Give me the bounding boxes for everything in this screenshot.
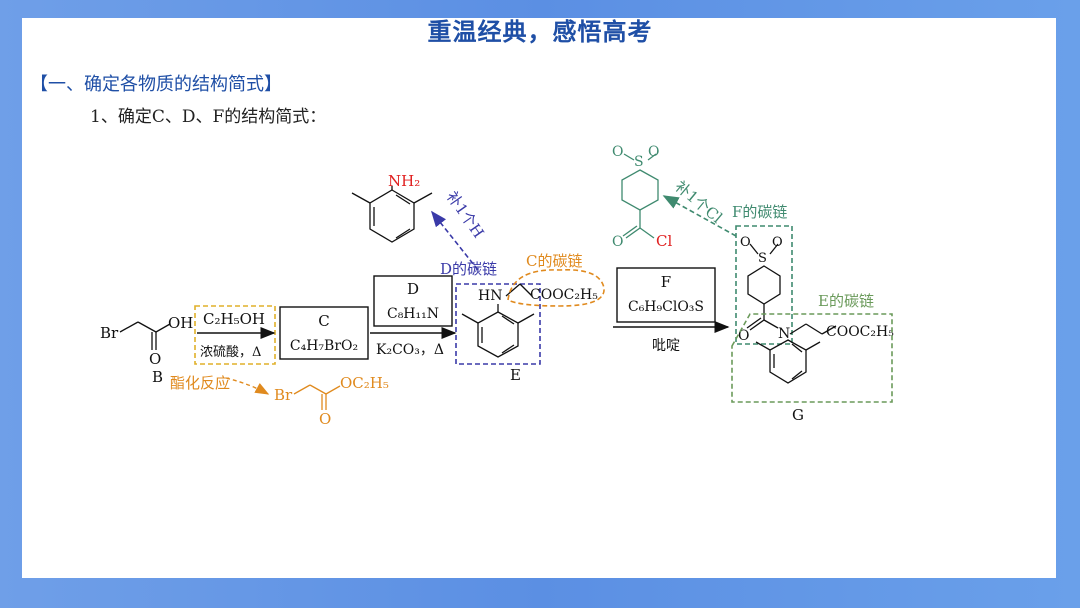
esterification-label: 酯化反应 [170,374,230,392]
g-o2: O [772,235,783,250]
d-chain-label: D的碳链 [440,260,497,278]
acyl-o: O [612,234,623,250]
ester-o: O [319,410,331,428]
g-n: N [778,326,790,342]
d-box [373,275,453,327]
step2-condition: K₂CO₃，Δ [376,342,444,358]
f-box [616,267,716,323]
e-chain-label: E的碳链 [818,292,874,310]
f-formula: C₆H₉ClO₃S [628,299,704,315]
b-oh: OH [168,314,193,332]
add-cl-annotation: 补1个Cl F的碳链 [662,177,787,237]
g-o1: O [740,235,751,250]
label-b: B [152,368,163,386]
e-ester: COOC₂H₅ [530,287,598,303]
compound-g: O S O O N COOC₂H₅ E的碳链 G [731,225,894,424]
g-ester: COOC₂H₅ [826,324,894,340]
f-name: F [661,273,671,291]
ester-oc2h5: OC₂H₅ [340,374,389,392]
amine-nh2: NH₂ [388,172,420,190]
f-chain-box [735,225,793,345]
slide-title: 重温经典，感悟高考 [427,18,653,46]
compound-c-box: C C₄H₇BrO₂ [279,306,369,360]
acyl-chloride-f: O S O O Cl [612,144,672,250]
d-formula: C₈H₁₁N [387,306,439,322]
step1-reagent: C₂H₅OH [203,310,265,328]
e-chain-box [731,313,893,403]
g-o: O [738,328,749,344]
b-o: O [149,350,161,368]
step3: F C₆H₉ClO₃S 吡啶 [613,267,730,354]
step3-condition: 吡啶 [652,338,680,354]
compound-b: Br OH O B [100,314,193,386]
label-g: G [792,406,804,424]
section-heading: 【一、确定各物质的结构简式】 [30,74,282,95]
d-chain-box [455,283,541,365]
amine-d-structure: NH₂ [351,172,433,243]
label-e: E [510,366,521,384]
c-chain-label: C的碳链 [526,252,582,270]
slide-card [22,18,1056,578]
b-br: Br [100,324,119,342]
add-h-label: 补1个H [443,188,488,241]
step2: D C₈H₁₁N K₂CO₃，Δ [370,275,457,358]
c-name: C [318,312,329,330]
compound-e: HN COOC₂H₅ C的碳链 E [455,252,605,384]
acyl-cl: Cl [656,232,672,250]
g-s: S [758,251,767,266]
f-chain-label: F的碳链 [732,203,787,221]
acyl-o2: O [648,144,659,160]
question-text: 1、确定C、D、F的结构简式： [90,107,327,127]
e-hn: HN [478,288,502,304]
add-h-annotation: 补1个H D的碳链 [431,188,497,278]
add-cl-label: 补1个Cl [671,177,725,227]
step1-condition: 浓硫酸，Δ [200,345,261,360]
esterification-product: 酯化反应 Br OC₂H₅ O [170,374,389,428]
acyl-o1: O [612,144,623,160]
acyl-s: S [634,154,644,170]
c-formula: C₄H₇BrO₂ [290,338,358,354]
step1: C₂H₅OH 浓硫酸，Δ [194,305,276,365]
d-name: D [407,280,419,298]
ester-br: Br [274,386,293,404]
